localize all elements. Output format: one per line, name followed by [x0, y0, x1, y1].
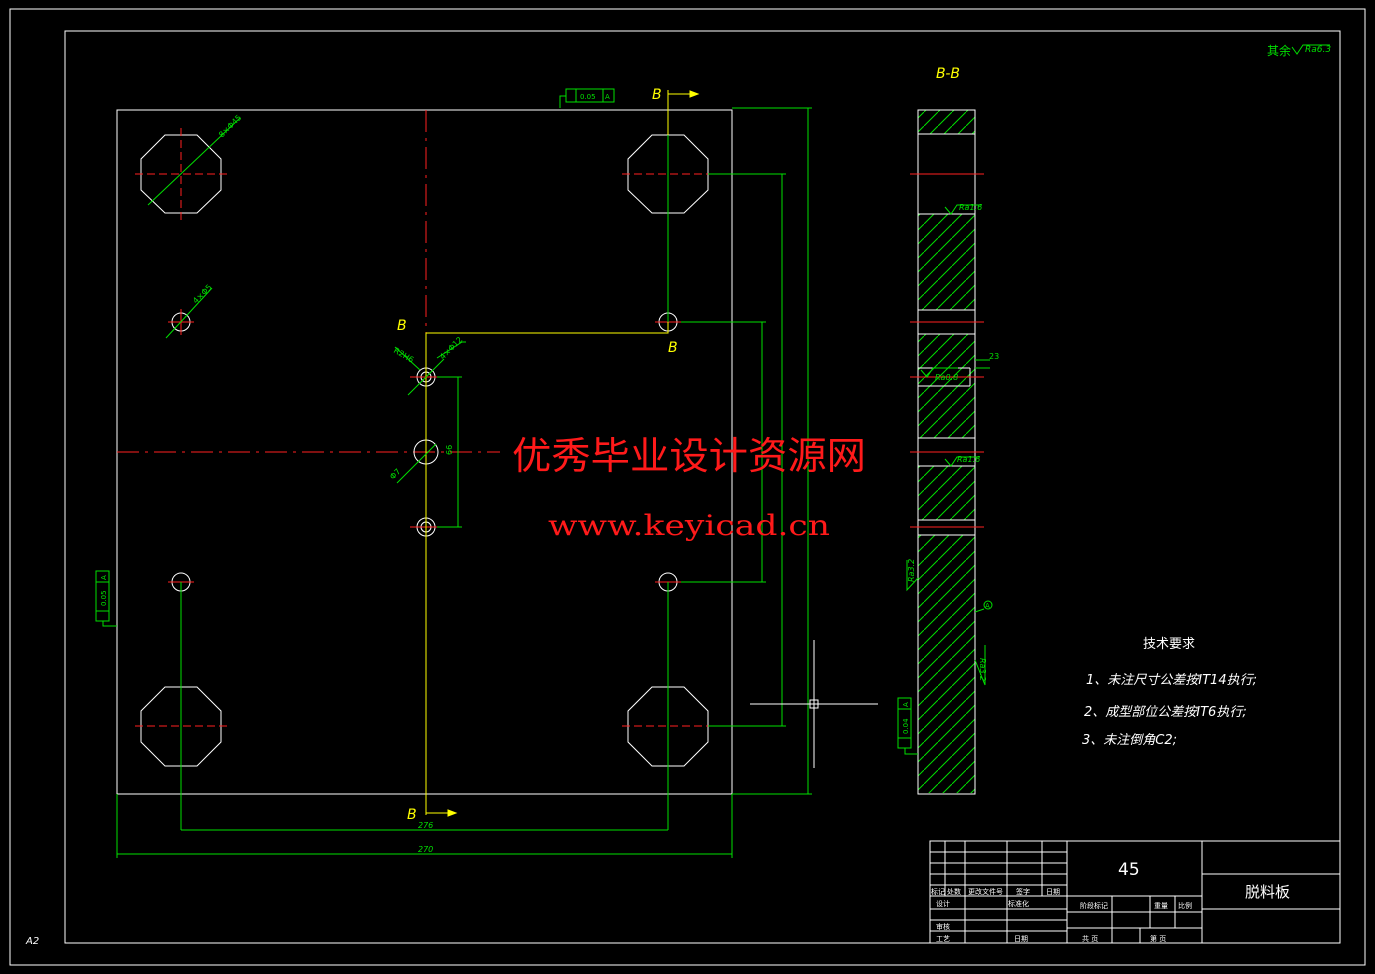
- large-hole-bottom-right: [622, 686, 714, 767]
- svg-text:第 页: 第 页: [1150, 934, 1166, 943]
- cursor-crosshair: [750, 640, 878, 768]
- roughness-note-value: Ra6.3: [1305, 45, 1331, 55]
- technical-requirements: 技术要求 1、未注尺寸公差按IT14执行; 2、成型部位公差按IT6执行; 3、…: [1082, 637, 1257, 748]
- svg-text:更改文件号: 更改文件号: [968, 887, 1003, 896]
- section-ra-side-right: Ra3.2: [978, 658, 987, 681]
- svg-text:B: B: [407, 807, 417, 823]
- svg-text:比例: 比例: [1178, 901, 1192, 910]
- dim-270: 270: [418, 845, 433, 854]
- svg-text:处数: 处数: [947, 887, 961, 896]
- flatness-frame-top: [559, 88, 615, 108]
- svg-text:设计: 设计: [936, 899, 950, 908]
- section-view: B-B: [897, 66, 999, 795]
- roughness-note-text: 其余: [1267, 43, 1291, 58]
- svg-text:0.05: 0.05: [100, 590, 108, 606]
- svg-text:B: B: [652, 87, 662, 103]
- svg-text:B: B: [668, 340, 678, 356]
- section-ra-side-left: Ra3.2: [907, 559, 916, 582]
- section-ra-lower: Ra1.6: [957, 455, 980, 464]
- section-ra-upper: Ra1.6: [959, 203, 982, 212]
- general-roughness-note: 其余 Ra6.3: [1267, 43, 1331, 58]
- svg-text:A: A: [902, 702, 910, 707]
- section-datum-marker: A: [985, 602, 990, 610]
- hole-callout-small: 4×Φ5: [191, 283, 214, 306]
- large-hole-top-left: [135, 128, 227, 220]
- sheet-size-label: A2: [25, 936, 39, 947]
- title-block-labels: 标记 处数 更改文件号 签字 日期 设计 标准化 审核 工艺 日期 阶段标记 重…: [931, 887, 1192, 943]
- svg-text:标准化: 标准化: [1008, 899, 1029, 908]
- tech-req-item-2: 2、成型部位公差按IT6执行;: [1084, 704, 1247, 720]
- title-material: 45: [1118, 860, 1140, 880]
- dim-66: 66: [445, 445, 454, 455]
- svg-text:B: B: [397, 318, 407, 334]
- hole-callout-center-a: 4×Φ12: [438, 335, 464, 361]
- svg-text:审核: 审核: [936, 922, 950, 931]
- watermark-url: www.keyicad.cn: [548, 509, 830, 542]
- dimensions-right: [437, 107, 812, 795]
- hole-callout-large: 8×Φ45: [217, 113, 243, 139]
- svg-text:标记: 标记: [931, 887, 945, 896]
- sheet-border: [9, 8, 1366, 966]
- flatness-frame-left: [95, 570, 117, 627]
- tech-req-title: 技术要求: [1143, 637, 1195, 652]
- svg-text:A: A: [605, 93, 610, 101]
- section-labels: B B B B: [397, 87, 678, 823]
- svg-text:日期: 日期: [1046, 888, 1060, 896]
- section-title: B-B: [936, 66, 960, 82]
- svg-text:共 页: 共 页: [1082, 934, 1098, 943]
- svg-text:日期: 日期: [1014, 935, 1028, 943]
- dimensions-bottom: [116, 794, 733, 858]
- svg-text:重量: 重量: [1154, 902, 1168, 910]
- large-hole-top-right: [622, 134, 714, 214]
- hole-leaders: [147, 117, 669, 830]
- watermark-chinese: 优秀毕业设计资源网: [512, 434, 866, 478]
- svg-text:签字: 签字: [1016, 887, 1030, 896]
- title-block: [929, 840, 1341, 944]
- tech-req-item-3: 3、未注倒角C2;: [1082, 733, 1177, 748]
- svg-text:A: A: [100, 575, 108, 580]
- section-ra-mid: Ra0.8: [935, 373, 958, 382]
- svg-text:0.04: 0.04: [902, 718, 910, 734]
- section-dim-step: 23: [989, 352, 999, 361]
- title-part-name: 脱料板: [1245, 883, 1290, 901]
- large-hole-bottom-left: [135, 686, 227, 767]
- tech-req-item-1: 1、未注尺寸公差按IT14执行;: [1086, 673, 1257, 688]
- svg-text:阶段标记: 阶段标记: [1080, 901, 1108, 910]
- main-view: B B B B: [95, 87, 878, 858]
- svg-text:工艺: 工艺: [936, 935, 950, 943]
- svg-text:0.05: 0.05: [580, 93, 596, 101]
- dim-276: 276: [418, 821, 433, 830]
- section-flatness-frame: [897, 697, 918, 755]
